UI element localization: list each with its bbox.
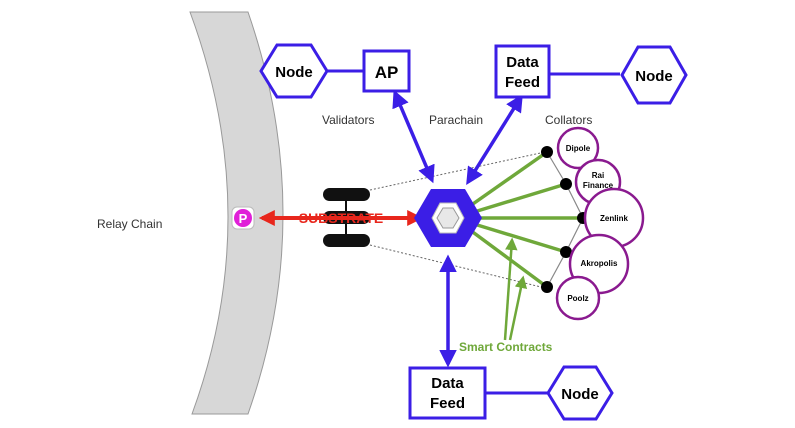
collator-label-rai: Rai bbox=[592, 171, 604, 180]
collator-circle-dipole bbox=[556, 126, 600, 170]
collator-label-akropolis: Akropolis bbox=[581, 259, 618, 268]
collator-label-poolz: Poolz bbox=[567, 294, 588, 303]
node-right-hex bbox=[620, 45, 688, 105]
data-feed-bottom-line2: Feed bbox=[430, 395, 465, 412]
node-left-label: Node bbox=[275, 64, 313, 81]
collator-dot bbox=[541, 281, 553, 293]
collator-dot bbox=[560, 246, 572, 258]
collator-dot bbox=[560, 178, 572, 190]
node-left-hex bbox=[259, 43, 329, 99]
parachain-header: Parachain bbox=[429, 113, 483, 127]
collator-dot bbox=[541, 146, 553, 158]
collator-label-dipole: Dipole bbox=[566, 144, 591, 153]
p-badge-letter: P bbox=[239, 211, 248, 226]
p-badge-circle bbox=[234, 209, 252, 227]
collator-circle-poolz bbox=[555, 275, 601, 321]
validator-pill-bottom bbox=[323, 234, 370, 247]
node-bottom-label: Node bbox=[561, 386, 599, 403]
arrow-ap-hub bbox=[392, 89, 435, 184]
collator-label-zenlink: Zenlink bbox=[600, 214, 629, 223]
ap-box bbox=[362, 49, 411, 93]
relay-chain-label: Relay Chain bbox=[97, 217, 162, 231]
smart-contracts-label: Smart Contracts bbox=[459, 340, 553, 354]
data-feed-bottom-box bbox=[408, 366, 487, 420]
node-bottom-hex bbox=[546, 365, 614, 421]
smart-contract-arrow-2 bbox=[508, 275, 528, 341]
collators-header: Collators bbox=[545, 113, 592, 127]
data-feed-top-line2: Feed bbox=[505, 74, 540, 91]
node-right-label: Node bbox=[635, 68, 673, 85]
substrate-label: SUBSTRATE bbox=[299, 210, 384, 226]
ap-label: AP bbox=[375, 63, 399, 82]
data-feed-bottom-line1: Data bbox=[431, 375, 464, 392]
validator-pill-top bbox=[323, 188, 370, 201]
data-feed-top-line1: Data bbox=[506, 54, 539, 71]
green-links bbox=[468, 150, 583, 289]
collator-label-finance: Finance bbox=[583, 181, 614, 190]
smart-contract-arrow-1 bbox=[503, 237, 518, 341]
parachain-hub-core bbox=[436, 207, 460, 229]
validators-header: Validators bbox=[322, 113, 374, 127]
arrow-feed-top-hub bbox=[466, 94, 523, 185]
data-feed-top-box bbox=[494, 44, 551, 99]
